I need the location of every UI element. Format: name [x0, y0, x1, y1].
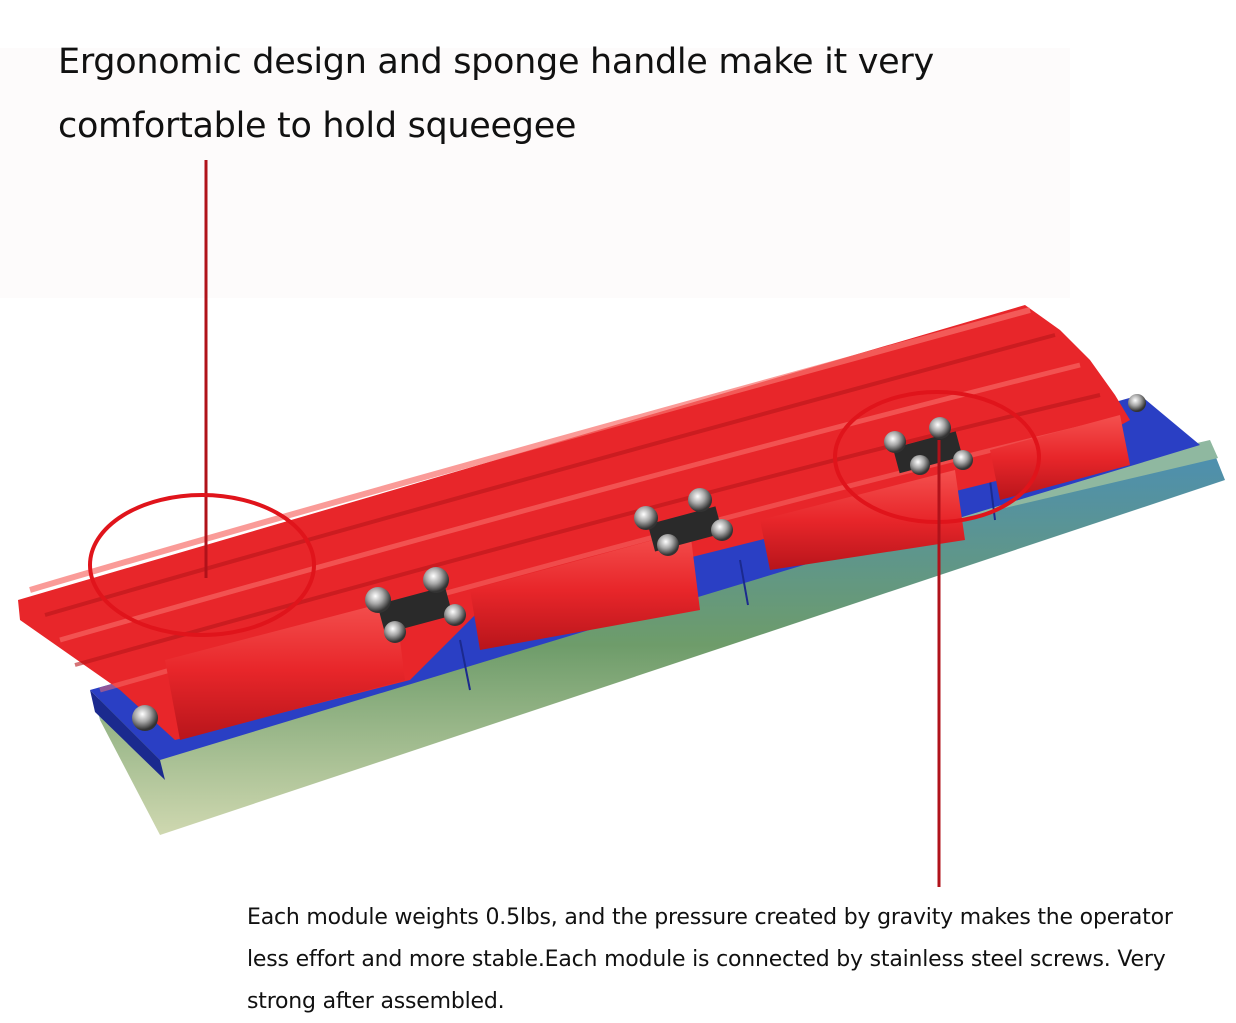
callout-bottom-line-3: strong after assembled. [247, 989, 505, 1014]
highlight-circle-sponge [88, 493, 316, 637]
highlight-circle-screws [833, 390, 1041, 524]
background-band [0, 48, 1070, 298]
callout-bottom-line-2: less effort and more stable.Each module … [247, 947, 1166, 972]
annotation-right [833, 390, 1041, 887]
connector-screws [132, 394, 1146, 731]
sponge-handle [18, 305, 1130, 740]
callout-top-line-2: comfortable to hold squeegee [58, 106, 577, 146]
callout-top-text: Ergonomic design and sponge handle make … [58, 30, 958, 158]
callout-top-line-1: Ergonomic design and sponge handle make … [58, 42, 934, 82]
annotation-left [88, 160, 316, 637]
callout-bottom-text: Each module weights 0.5lbs, and the pres… [247, 897, 1232, 1023]
callout-bottom-line-1: Each module weights 0.5lbs, and the pres… [247, 905, 1173, 930]
